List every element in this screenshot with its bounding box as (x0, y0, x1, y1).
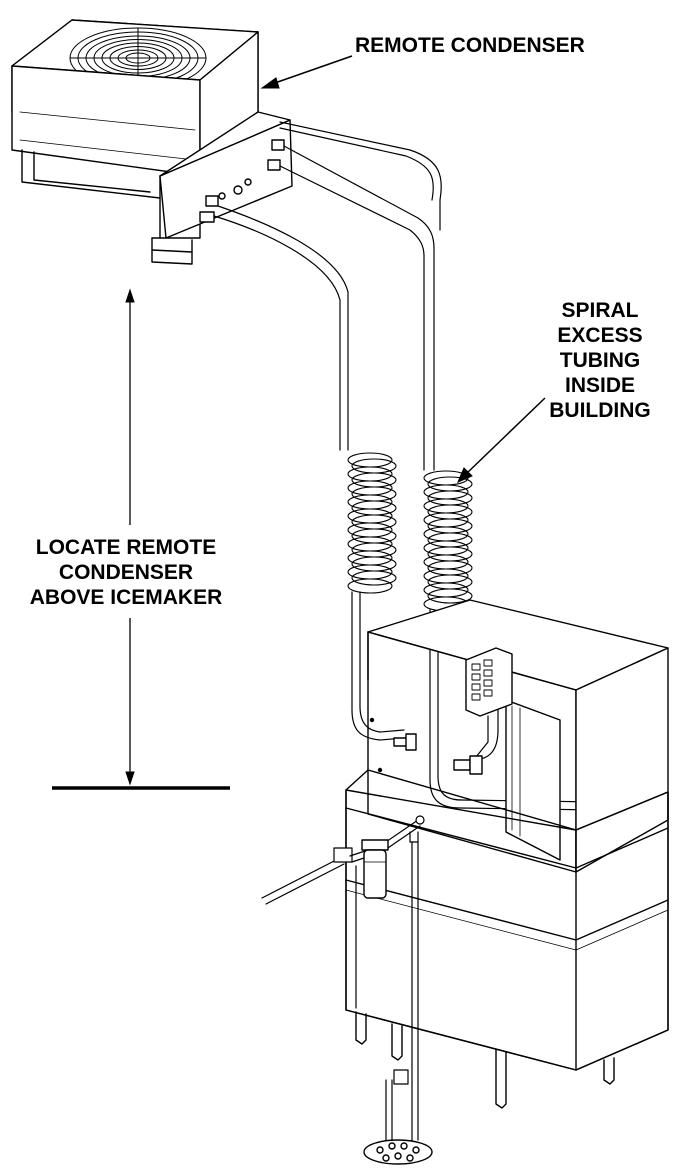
left-spiral-coil (347, 452, 397, 594)
annotations (52, 55, 546, 790)
arrow-down-icon (125, 771, 135, 786)
refrigerant-tubing (213, 121, 442, 471)
locate-condenser-label: LOCATE REMOTE CONDENSER ABOVE ICEMAKER (0, 535, 252, 610)
spiral-label-line: EXCESS (557, 324, 643, 347)
fan-grill-icon (69, 27, 207, 89)
locate-label-line: LOCATE REMOTE (35, 536, 217, 559)
spiral-label-line: BUILDING (549, 399, 651, 422)
spiral-label-line: SPIRAL (561, 299, 639, 322)
arrow-head-icon (260, 77, 280, 89)
right-spiral-coil (423, 470, 473, 612)
remote-condenser-label: REMOTE CONDENSER (355, 34, 585, 57)
drain-line (355, 831, 419, 1141)
locate-label-line: CONDENSER (58, 561, 194, 584)
spiral-tubing-label: SPIRAL EXCESS TUBING INSIDE BUILDING (525, 298, 675, 423)
arrow-up-icon (125, 288, 135, 303)
spiral-label-line: TUBING (559, 349, 641, 372)
floor-drain-icon (363, 1139, 433, 1165)
spiral-tubing-arrow (465, 397, 546, 475)
arrow-head-icon (457, 467, 473, 483)
water-filter-icon (361, 839, 389, 899)
spiral-label-line: INSIDE (564, 374, 635, 397)
remote-condenser-unit (11, 19, 293, 265)
ice-storage-bin (345, 769, 669, 1109)
locate-label-line: ABOVE ICEMAKER (29, 586, 223, 609)
electrical-box-icon (465, 647, 513, 717)
remote-condenser-arrow (271, 55, 353, 85)
